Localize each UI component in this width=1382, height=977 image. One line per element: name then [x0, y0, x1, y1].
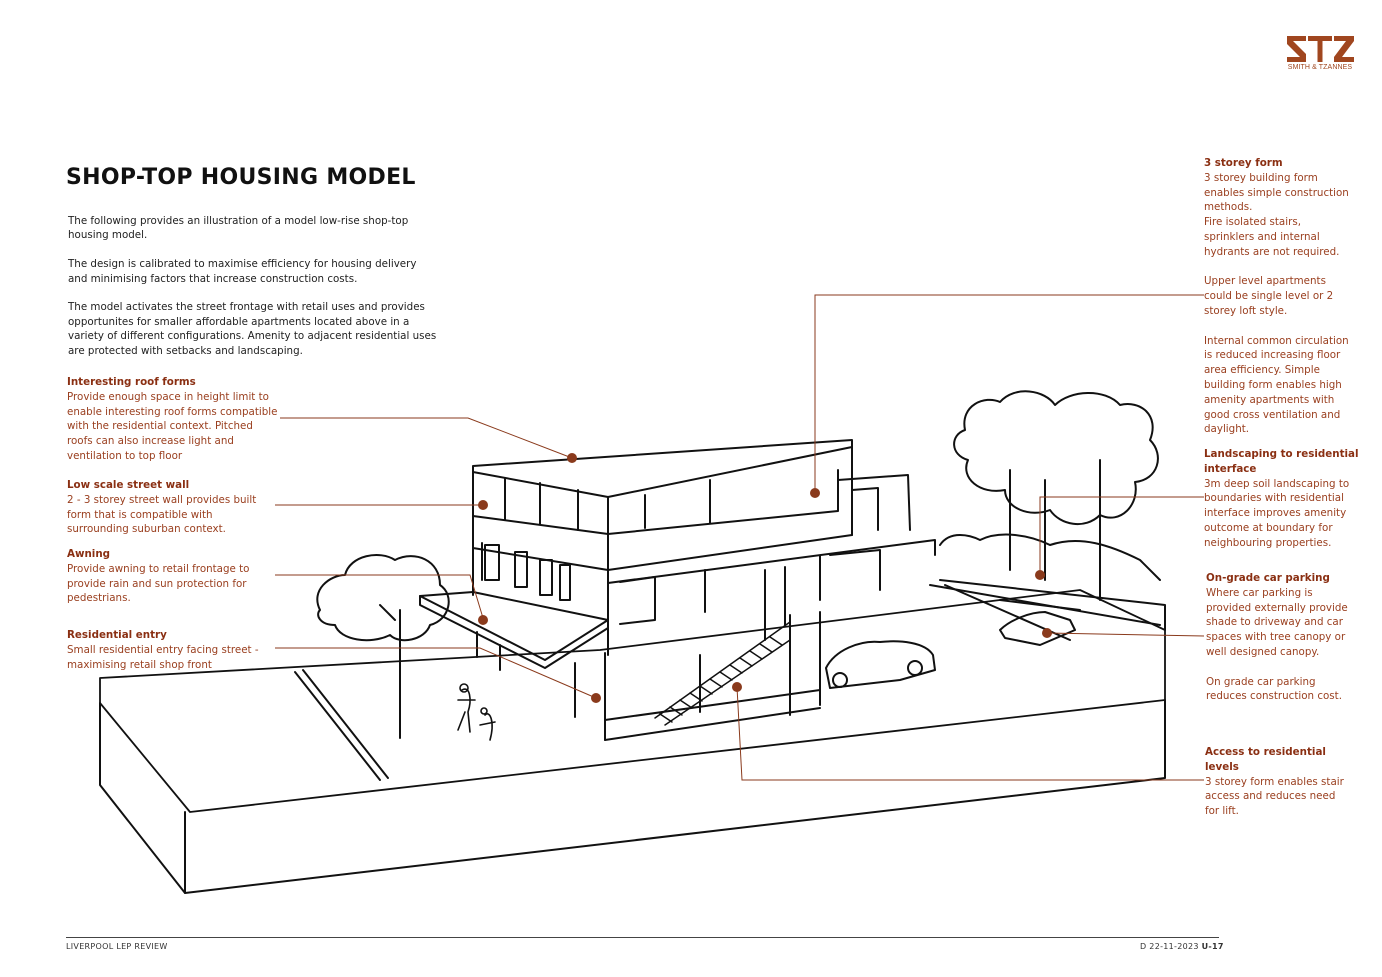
footer-document-title: LIVERPOOL LEP REVIEW — [66, 942, 168, 951]
awning — [419, 591, 609, 669]
note-line: spaces with tree canopy or — [1206, 631, 1346, 644]
note-line: provide rain and sun protection for — [67, 577, 247, 590]
note-line: form that is compatible with — [67, 508, 213, 521]
ground-floor — [476, 566, 1166, 741]
note-3-storey-form: 3 storey form 3 storey building form ena… — [1204, 156, 1369, 437]
note-line: interface improves amenity — [1204, 507, 1347, 520]
note-landscaping: Landscaping to residential interface 3m … — [1204, 447, 1369, 551]
note-line: 3 storey form enables stair — [1205, 775, 1344, 788]
note-line: On grade car parking — [1206, 675, 1316, 688]
note-heading: Landscaping to residential — [1204, 448, 1359, 460]
note-line: access and reduces need — [1205, 790, 1336, 803]
note-heading: Access to residential — [1205, 746, 1326, 758]
callout-leaders — [275, 294, 1205, 781]
stairs — [654, 621, 791, 726]
brand-name: SMITH & TZANNES — [1287, 64, 1353, 71]
note-line: 3 storey building form — [1204, 171, 1318, 184]
note-heading: Residential entry — [67, 629, 167, 641]
note-line: 2 - 3 storey street wall provides built — [67, 493, 257, 506]
note-line: ventilation to top floor — [67, 449, 183, 462]
note-line: is reduced increasing floor — [1204, 349, 1341, 362]
site-ground — [99, 589, 1166, 894]
note-line: could be single level or 2 — [1204, 290, 1334, 303]
note-line: neighbouring properties. — [1204, 536, 1332, 549]
note-line: boundaries with residential — [1204, 492, 1344, 505]
note-line: methods. — [1204, 201, 1253, 214]
note-heading: On-grade car parking — [1206, 572, 1330, 584]
note-line: Provide awning to retail frontage to — [67, 562, 250, 575]
pedestrians — [457, 683, 496, 741]
intro-paragraph: The following provides an illustration o… — [68, 215, 409, 242]
note-line: Provide enough space in height limit to — [67, 390, 269, 403]
footer-divider — [66, 937, 1219, 938]
note-awning: Awning Provide awning to retail frontage… — [67, 547, 287, 606]
note-access: Access to residential levels 3 storey fo… — [1205, 745, 1370, 819]
note-line: 3m deep soil landscaping to — [1204, 477, 1350, 490]
note-line: hydrants are not required. — [1204, 245, 1340, 258]
street-tree — [316, 554, 450, 739]
note-line: provided externally provide — [1206, 601, 1348, 614]
footer-page-info: D 22-11-2023 U-17 — [1140, 942, 1224, 951]
smith-tzannes-logo — [1287, 36, 1354, 62]
page-title: SHOP-TOP HOUSING MODEL — [66, 165, 416, 190]
note-line: roofs can also increase light and — [67, 435, 234, 448]
callout-dots — [478, 453, 1052, 703]
page-number: U-17 — [1201, 942, 1224, 951]
note-line: for lift. — [1205, 805, 1239, 818]
note-line: with the residential context. Pitched — [67, 420, 253, 433]
note-heading: Low scale street wall — [67, 479, 190, 491]
note-roof-forms: Interesting roof forms Provide enough sp… — [67, 375, 287, 464]
roof — [472, 439, 853, 506]
note-line: outcome at boundary for — [1204, 521, 1333, 534]
note-line: shade to driveway and car — [1206, 616, 1343, 629]
note-line: Fire isolated stairs, — [1204, 216, 1301, 229]
footer-date: D 22-11-2023 — [1140, 942, 1199, 951]
note-street-wall: Low scale street wall 2 - 3 storey stree… — [67, 478, 287, 537]
note-heading: interface — [1204, 462, 1257, 475]
note-line: Internal common circulation — [1204, 334, 1349, 347]
note-line: area efficiency. Simple — [1204, 364, 1320, 377]
intro-paragraph: The model activates the street frontage … — [68, 301, 437, 357]
note-line: amenity apartments with — [1204, 393, 1335, 406]
note-line: good cross ventilation and — [1204, 408, 1341, 421]
note-line: reduces construction cost. — [1206, 690, 1342, 703]
car-sketch — [825, 611, 1076, 689]
note-line: Small residential entry facing street - — [67, 643, 259, 656]
note-car-parking: On-grade car parking Where car parking i… — [1206, 571, 1371, 704]
note-line: daylight. — [1204, 423, 1250, 436]
note-line: building form enables high — [1204, 378, 1342, 391]
note-line: enables simple construction — [1204, 186, 1349, 199]
note-line: well designed canopy. — [1206, 645, 1320, 658]
note-line: enable interesting roof forms compatible — [67, 405, 278, 418]
note-line: sprinklers and internal — [1204, 230, 1320, 243]
note-residential-entry: Residential entry Small residential entr… — [67, 628, 287, 672]
note-heading: Interesting roof forms — [67, 376, 196, 388]
note-line: Upper level apartments — [1204, 275, 1326, 288]
note-heading: 3 storey form — [1204, 157, 1283, 169]
note-line: maximising retail shop front — [67, 658, 212, 671]
middle-floor — [472, 539, 936, 656]
note-line: storey loft style. — [1204, 304, 1288, 317]
note-line: surrounding suburban context. — [67, 523, 226, 536]
note-heading: levels — [1205, 760, 1239, 773]
intro-text: The following provides an illustration o… — [68, 214, 438, 372]
note-line: pedestrians. — [67, 592, 131, 605]
landscape-trees — [939, 390, 1161, 601]
building-sketch — [99, 294, 1205, 894]
note-line: Where car parking is — [1206, 586, 1313, 599]
intro-paragraph: The design is calibrated to maximise eff… — [68, 258, 417, 285]
note-heading: Awning — [67, 548, 111, 560]
